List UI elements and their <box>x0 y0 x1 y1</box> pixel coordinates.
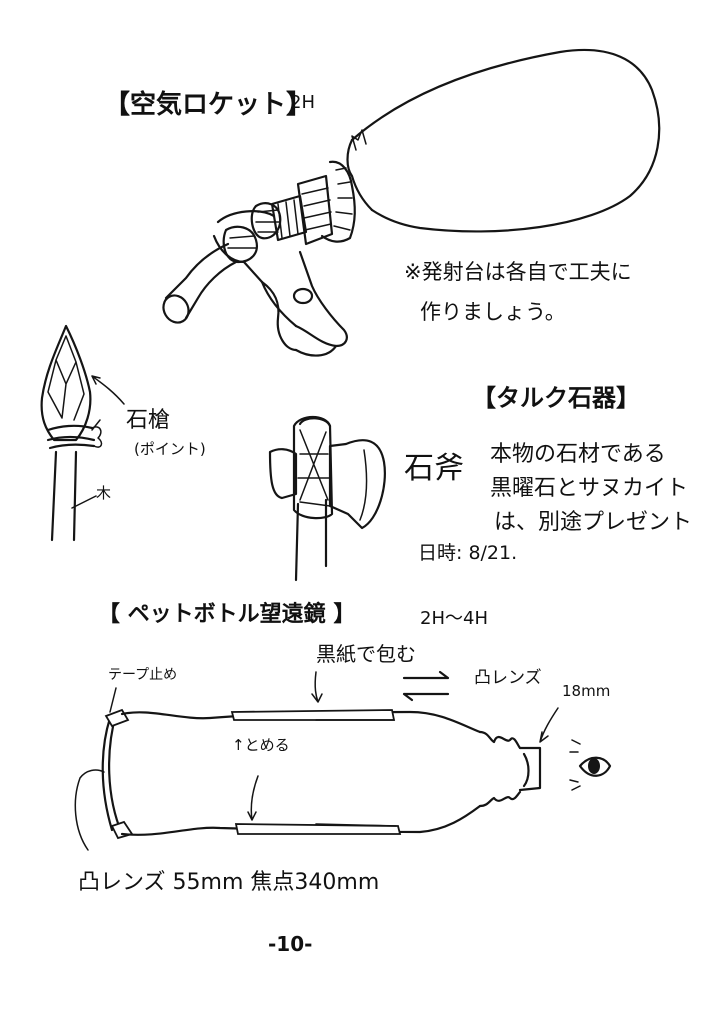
stone-axe-drawing <box>268 415 386 582</box>
small-lens-diameter: 18mm <box>562 682 611 700</box>
tape-label: テープ止め <box>108 667 178 683</box>
pet-bottle-telescope-drawing <box>74 670 612 851</box>
talc-title: 【タルク石器】 <box>472 384 640 412</box>
air-rocket-drawing <box>162 48 661 357</box>
big-lens-label: 凸レンズ 55mm 焦点340mm <box>78 870 380 895</box>
rocket-hours: 2H <box>290 92 315 113</box>
gift-line2: 黒曜石とサヌカイト <box>490 476 689 501</box>
axe-label: 石斧 <box>404 451 464 486</box>
gift-line3: は、別途プレゼント <box>494 510 693 535</box>
stone-spear-drawing <box>40 324 125 542</box>
rocket-title: 【空気ロケット】 <box>104 90 313 120</box>
gift-line1: 本物の石材である <box>490 442 666 467</box>
telescope-hours: 2H〜4H <box>420 608 488 629</box>
rocket-note-line1: ※発射台は各自で工夫に <box>404 260 632 284</box>
page-number: -10- <box>268 932 313 956</box>
black-paper-label: 黒紙で包む <box>316 642 416 666</box>
spear-sublabel: (ポイント) <box>134 440 206 458</box>
rocket-note-line2: 作りましょう。 <box>420 300 566 324</box>
wood-label: 木 <box>96 484 112 502</box>
stop-label: ↑とめる <box>232 736 290 754</box>
event-date: 日時: 8/21. <box>418 542 518 564</box>
small-lens-label: 凸レンズ <box>474 668 542 688</box>
telescope-title: 【 ペットボトル望遠鏡 】 <box>98 602 356 627</box>
spear-label: 石槍 <box>126 408 171 433</box>
